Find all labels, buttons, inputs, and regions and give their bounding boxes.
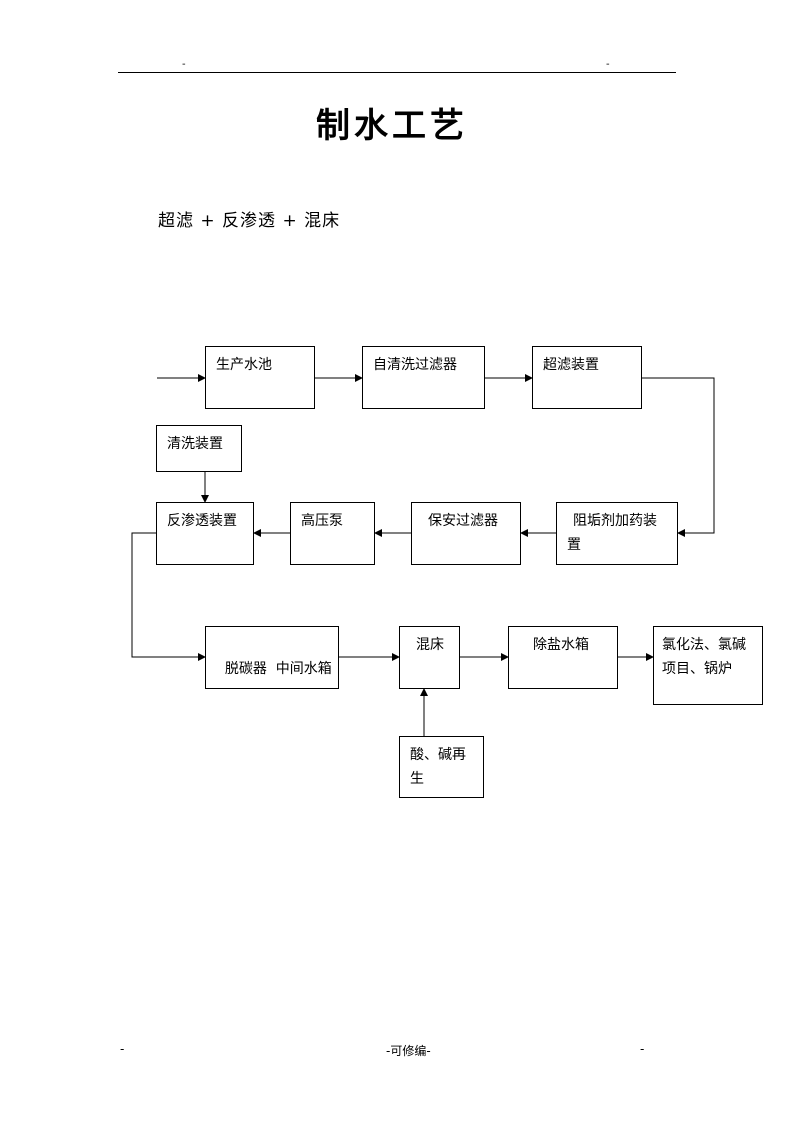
node-label: 生产水池	[216, 357, 272, 373]
footer-right-mark: -	[640, 1042, 645, 1056]
node-end-use: 氯化法、氯碱项目、锅炉	[653, 626, 763, 705]
node-security-filter: 保安过滤器	[411, 502, 521, 565]
node-label: 清洗装置	[167, 436, 223, 452]
header-left-mark: -	[182, 59, 186, 70]
node-decarbonizer-intermediate-tank: 脱碳器 中间水箱	[205, 626, 339, 689]
process-subtitle: 超滤 + 反渗透 + 混床	[158, 211, 341, 231]
header-right-mark: -	[606, 59, 610, 70]
node-label: 保安过滤器	[428, 513, 498, 529]
node-label: 除盐水箱	[533, 637, 589, 653]
page-title: 制水工艺	[316, 106, 468, 146]
node-mixed-bed: 混床	[399, 626, 460, 689]
node-production-pool: 生产水池	[205, 346, 315, 409]
node-label: 混床	[416, 637, 444, 653]
footer-center-text: -可修编-	[386, 1044, 431, 1058]
node-cleaning-device: 清洗装置	[156, 425, 242, 472]
node-label: 自清洗过滤器	[373, 357, 457, 373]
node-label: 超滤装置	[543, 357, 599, 373]
node-antiscalant-dosing: 阻垢剂加药装置	[556, 502, 678, 565]
node-desalted-water-tank: 除盐水箱	[508, 626, 618, 689]
node-label: 高压泵	[301, 513, 343, 529]
node-ultrafiltration-device: 超滤装置	[532, 346, 642, 409]
node-label: 脱碳器 中间水箱	[224, 661, 332, 677]
node-label: 酸、碱再生	[410, 747, 466, 787]
node-label: 阻垢剂加药装置	[567, 513, 657, 553]
node-high-pressure-pump: 高压泵	[290, 502, 375, 565]
arrow-ro-to-decarb	[131, 532, 206, 661]
header-rule	[118, 72, 676, 73]
node-acid-alkali-regeneration: 酸、碱再生	[399, 736, 484, 798]
arrow-uf-to-antiscalant	[642, 377, 715, 537]
node-self-cleaning-filter: 自清洗过滤器	[362, 346, 485, 409]
node-label: 反渗透装置	[167, 513, 237, 529]
node-label: 氯化法、氯碱项目、锅炉	[662, 637, 746, 677]
node-reverse-osmosis-device: 反渗透装置	[156, 502, 254, 565]
footer-left-mark: -	[120, 1042, 125, 1056]
